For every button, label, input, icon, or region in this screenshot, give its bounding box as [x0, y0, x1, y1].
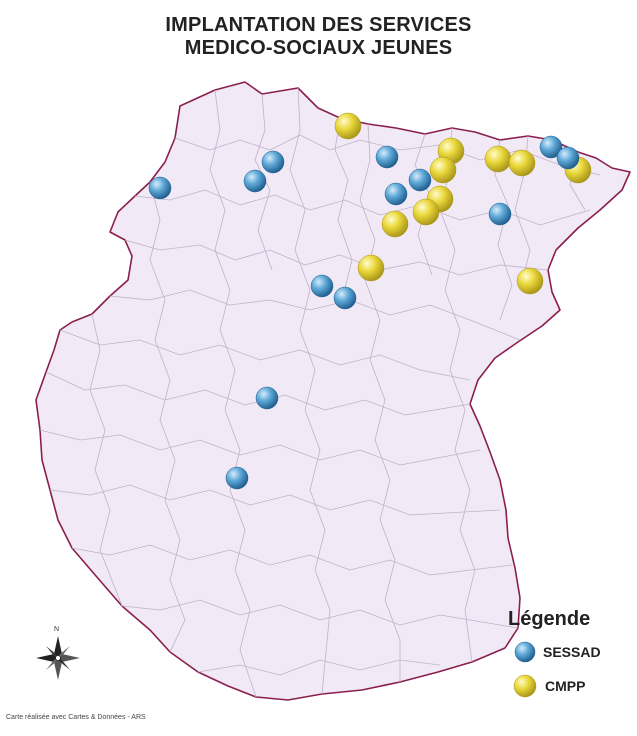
cmpp-marker [357, 254, 385, 282]
sessad-marker [225, 466, 249, 490]
compass-north-label: N [54, 626, 60, 633]
cmpp-marker [334, 112, 362, 140]
legend-title: Légende [508, 608, 591, 630]
commune-boundaries [39, 87, 601, 698]
cmpp-marker [484, 145, 512, 173]
sessad-marker [384, 182, 408, 206]
compass-rose-icon [36, 636, 80, 680]
sessad-marker [148, 176, 172, 200]
sessad-marker [243, 169, 267, 193]
legend-swatch-cmpp [513, 674, 537, 698]
sessad-marker [488, 202, 512, 226]
map-credit: Carte réalisée avec Cartes & Données - A… [6, 714, 146, 721]
cmpp-marker [516, 267, 544, 295]
legend-label-sessad: SESSAD [543, 644, 601, 660]
sessad-marker [333, 286, 357, 310]
cmpp-marker [412, 198, 440, 226]
sessad-marker [375, 145, 399, 169]
map-title: IMPLANTATION DES SERVICES MEDICO-SOCIAUX… [0, 14, 637, 60]
legend-label-cmpp: CMPP [545, 678, 586, 694]
sessad-marker [408, 168, 432, 192]
legend-swatch-sessad [514, 641, 536, 663]
department-outline [35, 81, 631, 701]
cmpp-marker [429, 156, 457, 184]
markers-layer [148, 112, 592, 490]
cmpp-marker [381, 210, 409, 238]
cmpp-marker [508, 149, 536, 177]
map-title-line-1: IMPLANTATION DES SERVICES [165, 14, 472, 36]
map-title-line-2: MEDICO-SOCIAUX JEUNES [184, 37, 453, 59]
sessad-marker [539, 135, 563, 159]
sessad-marker [255, 386, 279, 410]
sessad-marker [556, 146, 580, 170]
sessad-marker [261, 150, 285, 174]
sessad-marker [310, 274, 334, 298]
